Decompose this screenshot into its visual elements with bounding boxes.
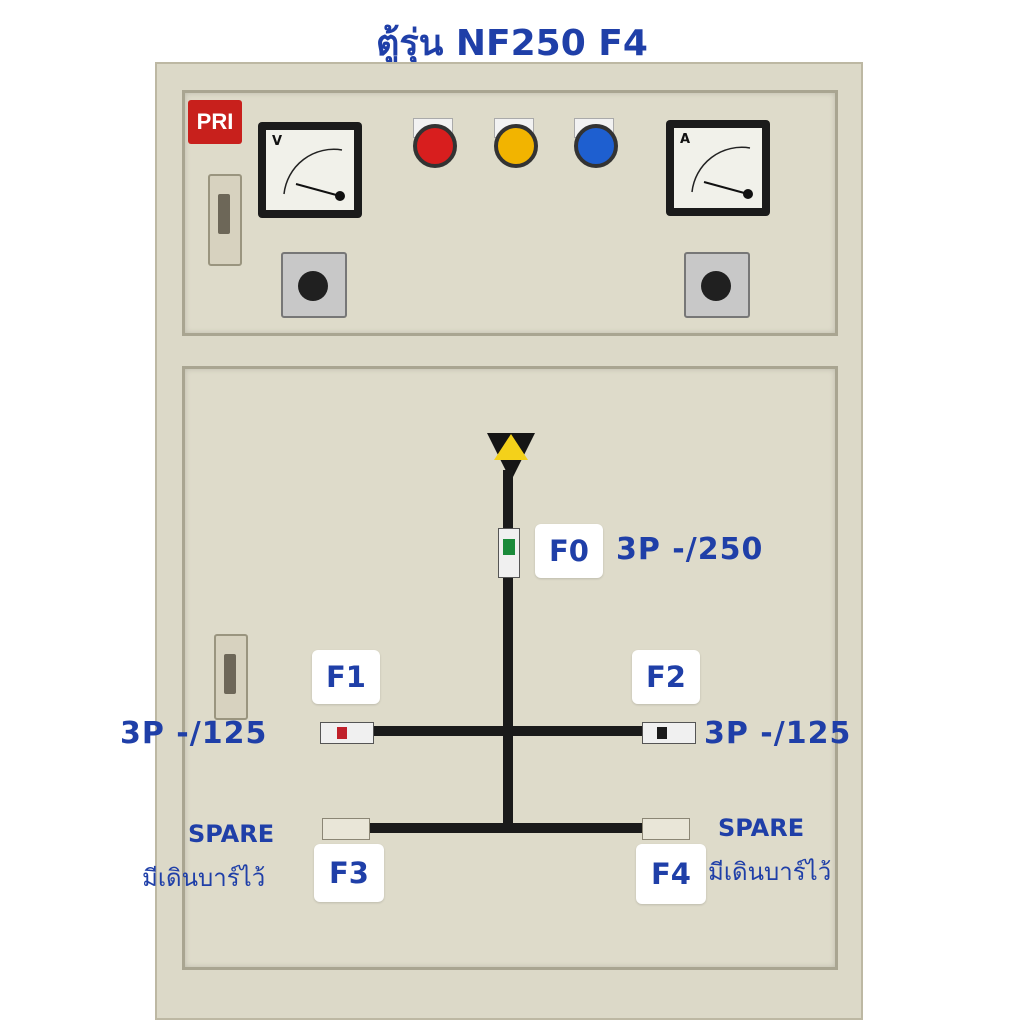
feeder-label-f3: F3 <box>314 844 384 902</box>
feeder-rating-f2: 3P -/125 <box>704 716 852 751</box>
voltmeter-selector-switch[interactable] <box>281 252 347 318</box>
feeder-label-f1: F1 <box>312 650 380 704</box>
main-busbar-vertical <box>503 470 513 826</box>
feeder-label-f2: F2 <box>632 650 700 704</box>
brand-logo: PRI <box>188 100 242 144</box>
voltmeter-unit: V <box>272 134 283 149</box>
spare-slot-f3 <box>322 818 370 840</box>
indicator-lamp-blue <box>574 124 618 168</box>
bottom-door-lock[interactable] <box>214 634 248 720</box>
busbar-f1-f2 <box>372 726 644 736</box>
breaker-f0[interactable] <box>498 528 520 578</box>
spare-label-f3: SPARE <box>188 820 275 848</box>
voltmeter-dial-icon <box>283 148 345 201</box>
ammeter-unit: A <box>680 132 691 147</box>
feeder-label-f4: F4 <box>636 844 706 904</box>
indicator-lamp-yellow <box>494 124 538 168</box>
spare-slot-f4 <box>642 818 690 840</box>
ammeter-dial-icon <box>691 146 753 199</box>
voltmeter: V <box>258 122 362 218</box>
breaker-f2[interactable] <box>642 722 696 744</box>
page-title: ตู้รุ่น NF250 F4 <box>376 23 648 64</box>
feeder-rating-f0: 3P -/250 <box>616 532 764 567</box>
busbar-f3-f4 <box>368 823 644 833</box>
breaker-f1[interactable] <box>320 722 374 744</box>
ammeter: A <box>666 120 770 216</box>
top-door-lock[interactable] <box>208 174 242 266</box>
spare-label-f4: SPARE <box>718 814 805 842</box>
spare-note-f3: มีเดินบาร์ไว้ <box>142 864 266 892</box>
feeder-rating-f1: 3P -/125 <box>120 716 268 751</box>
indicator-lamp-red <box>413 124 457 168</box>
ammeter-selector-switch[interactable] <box>684 252 750 318</box>
feeder-label-f0: F0 <box>535 524 603 578</box>
spare-note-f4: มีเดินบาร์ไว้ <box>708 858 832 886</box>
